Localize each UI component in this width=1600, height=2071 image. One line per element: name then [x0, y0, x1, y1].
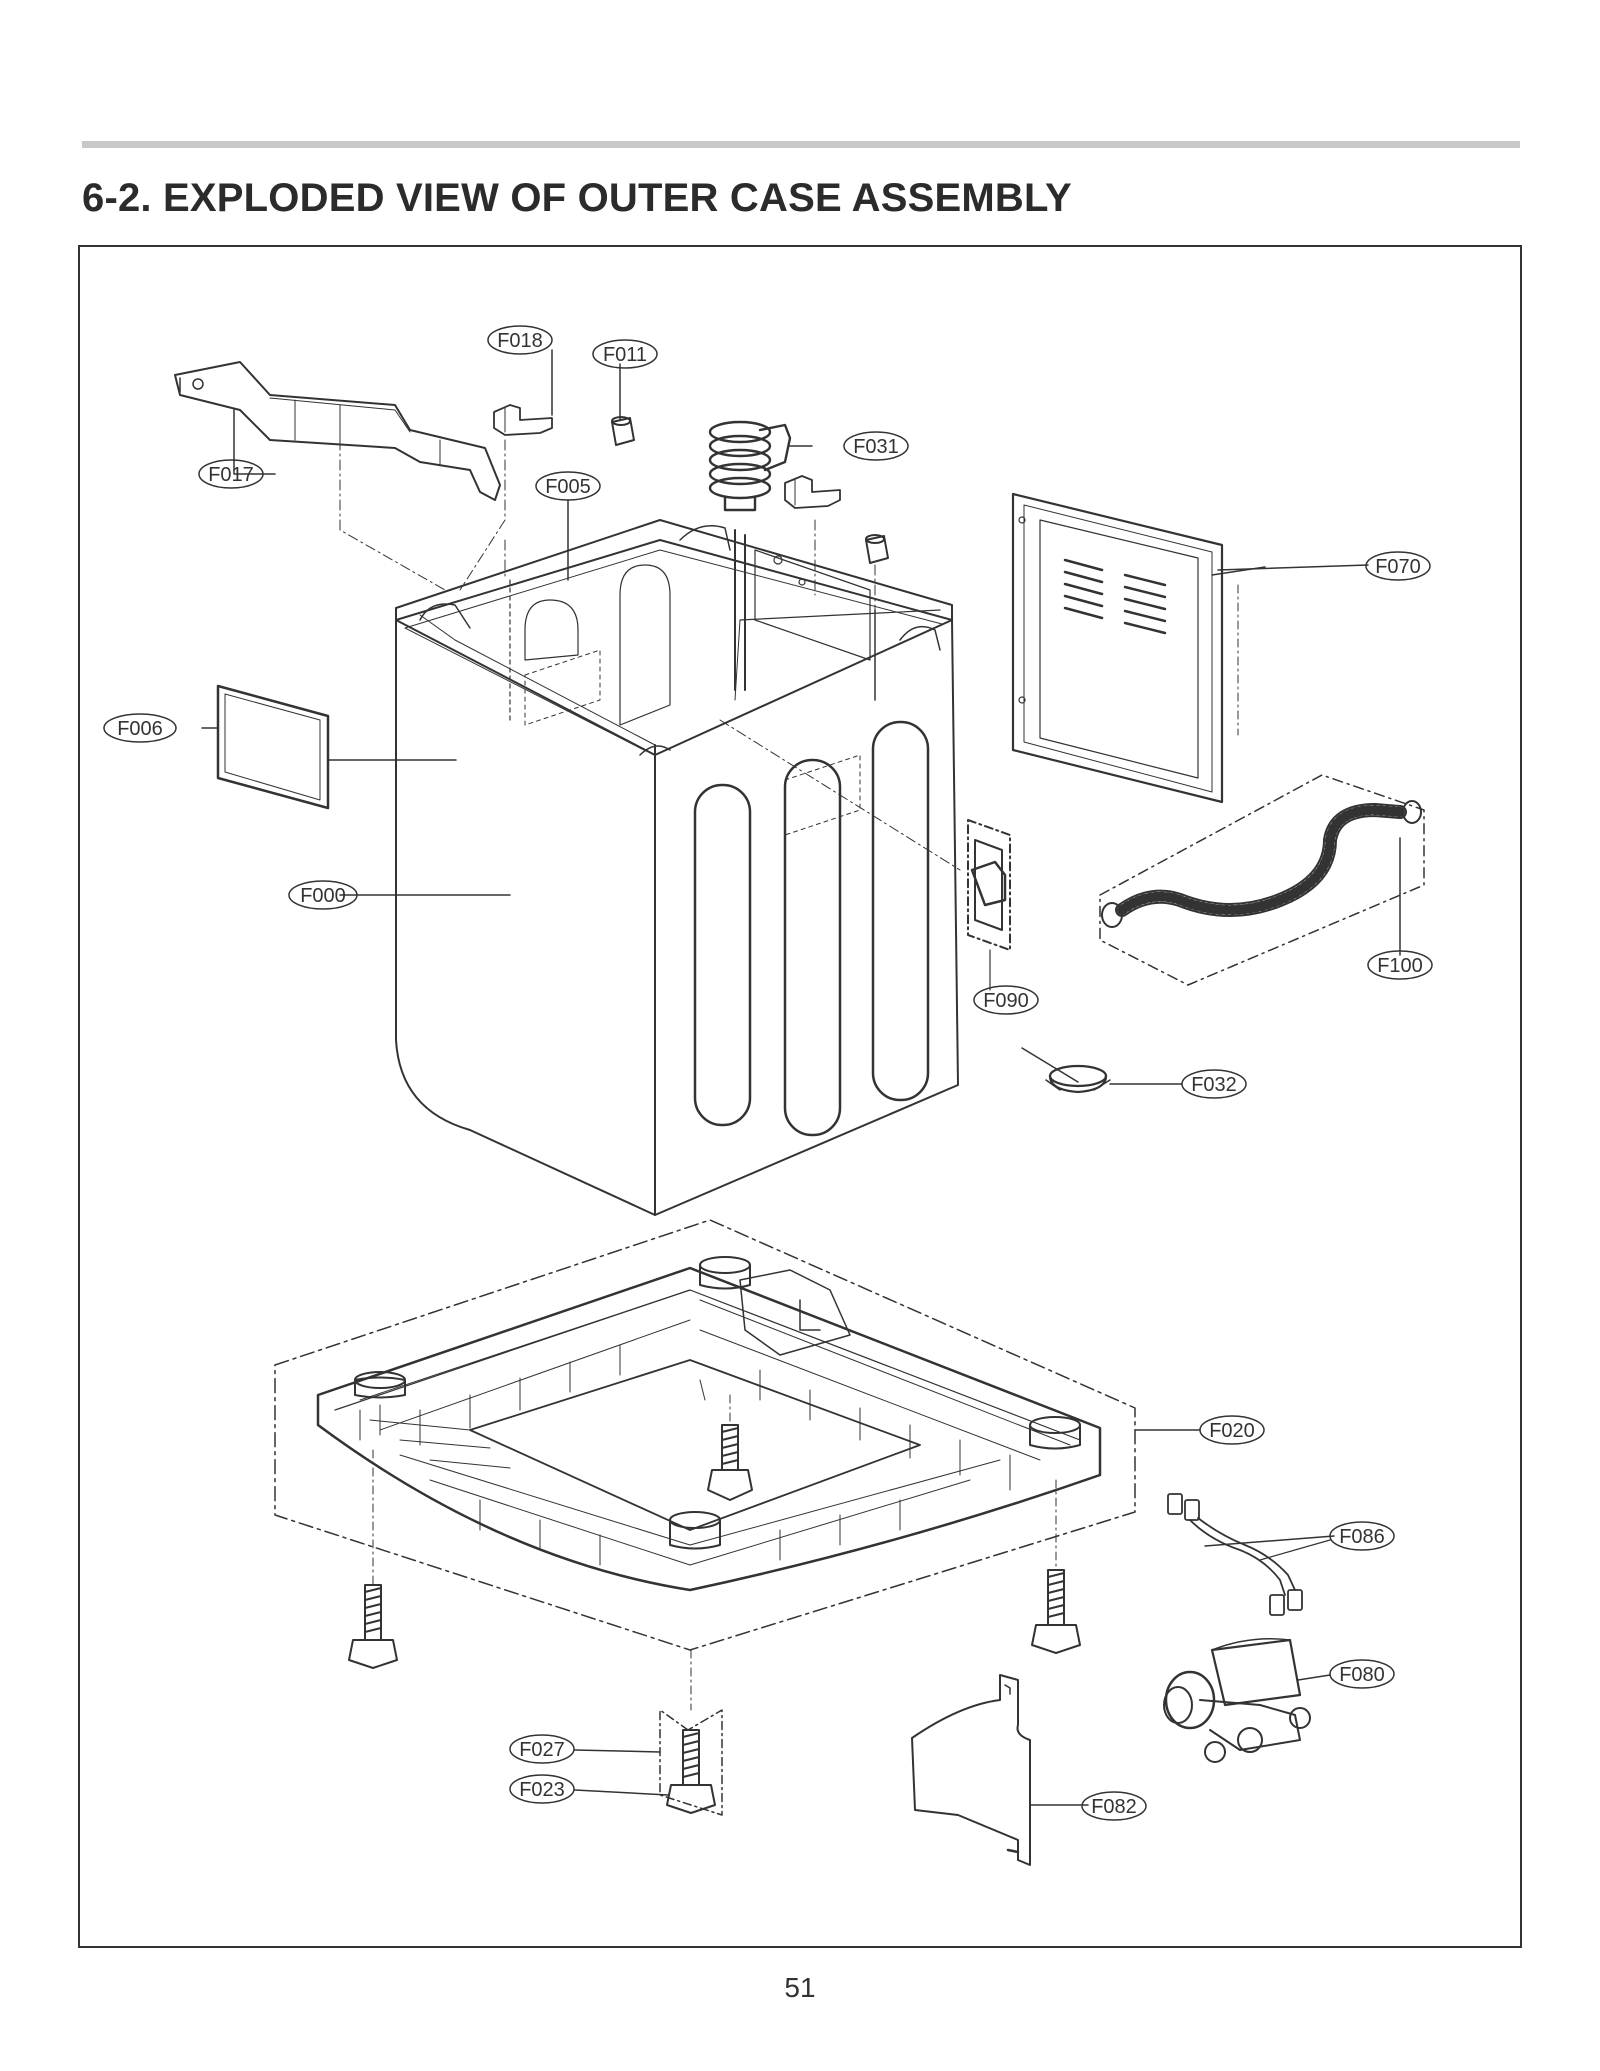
- svg-text:F070: F070: [1375, 556, 1421, 578]
- part-F070-back-cover: [1011, 492, 1266, 804]
- callout-F100: F100: [1367, 950, 1433, 980]
- callout-F020: F020: [1199, 1415, 1265, 1445]
- svg-text:F023: F023: [519, 1779, 565, 1801]
- svg-text:F100: F100: [1377, 955, 1423, 977]
- part-F018-clip: [493, 404, 841, 509]
- svg-text:F006: F006: [117, 718, 163, 740]
- outer-case: [395, 519, 959, 1216]
- svg-text:F005: F005: [545, 476, 591, 498]
- svg-text:F031: F031: [853, 436, 899, 458]
- svg-text:F017: F017: [208, 464, 254, 486]
- part-F082-shield: [911, 1674, 1089, 1866]
- assembly-guide-lines: [339, 439, 961, 871]
- part-F080-pump: [1163, 1638, 1331, 1763]
- part-F086-harness: [1167, 1493, 1331, 1616]
- page-number: 51: [784, 1972, 816, 2003]
- callout-F082: F082: [1081, 1791, 1147, 1821]
- svg-text:F090: F090: [983, 990, 1029, 1012]
- part-F090-bracket: [967, 819, 1011, 991]
- callouts: F018 F011 F031 F017 F005 F070 F006 F000: [103, 325, 1433, 1821]
- leveling-bolts: [348, 1394, 1081, 1816]
- callout-F006: F006: [103, 713, 177, 743]
- diagram-frame: [78, 245, 1522, 1948]
- leader-lines: [201, 349, 1401, 1796]
- svg-text:F032: F032: [1191, 1074, 1237, 1096]
- callout-F031: F031: [843, 431, 909, 461]
- svg-text:F080: F080: [1339, 1664, 1385, 1686]
- callout-F000: F000: [288, 880, 358, 910]
- callout-F005: F005: [535, 471, 601, 501]
- svg-text:F011: F011: [603, 344, 647, 366]
- header-rule: [82, 141, 1520, 148]
- part-F031-bellow: [708, 420, 792, 512]
- svg-text:F018: F018: [497, 330, 543, 352]
- part-F100-drain-hose: [1099, 774, 1425, 986]
- callout-F023: F023: [509, 1774, 575, 1804]
- part-F017-rail: [174, 361, 501, 501]
- callout-F086: F086: [1329, 1521, 1395, 1551]
- svg-text:F086: F086: [1339, 1526, 1385, 1548]
- part-F032-clamp: [1045, 1064, 1111, 1094]
- part-F011-bumper: [611, 416, 889, 564]
- callout-F080: F080: [1329, 1659, 1395, 1689]
- callout-F018: F018: [487, 325, 553, 355]
- callout-F027: F027: [509, 1734, 575, 1764]
- svg-text:F020: F020: [1209, 1420, 1255, 1442]
- svg-text:F027: F027: [519, 1739, 565, 1761]
- svg-text:F082: F082: [1091, 1796, 1137, 1818]
- callout-F090: F090: [973, 985, 1039, 1015]
- callout-F032: F032: [1181, 1069, 1247, 1099]
- page-title: 6-2. EXPLODED VIEW OF OUTER CASE ASSEMBL…: [82, 176, 1072, 220]
- part-F006-panel: [216, 684, 457, 810]
- callout-F011: F011: [592, 339, 658, 369]
- callout-F017: F017: [198, 459, 264, 489]
- part-F020-base: [274, 1219, 1201, 1651]
- svg-text:F000: F000: [300, 885, 346, 907]
- callout-F070: F070: [1365, 551, 1431, 581]
